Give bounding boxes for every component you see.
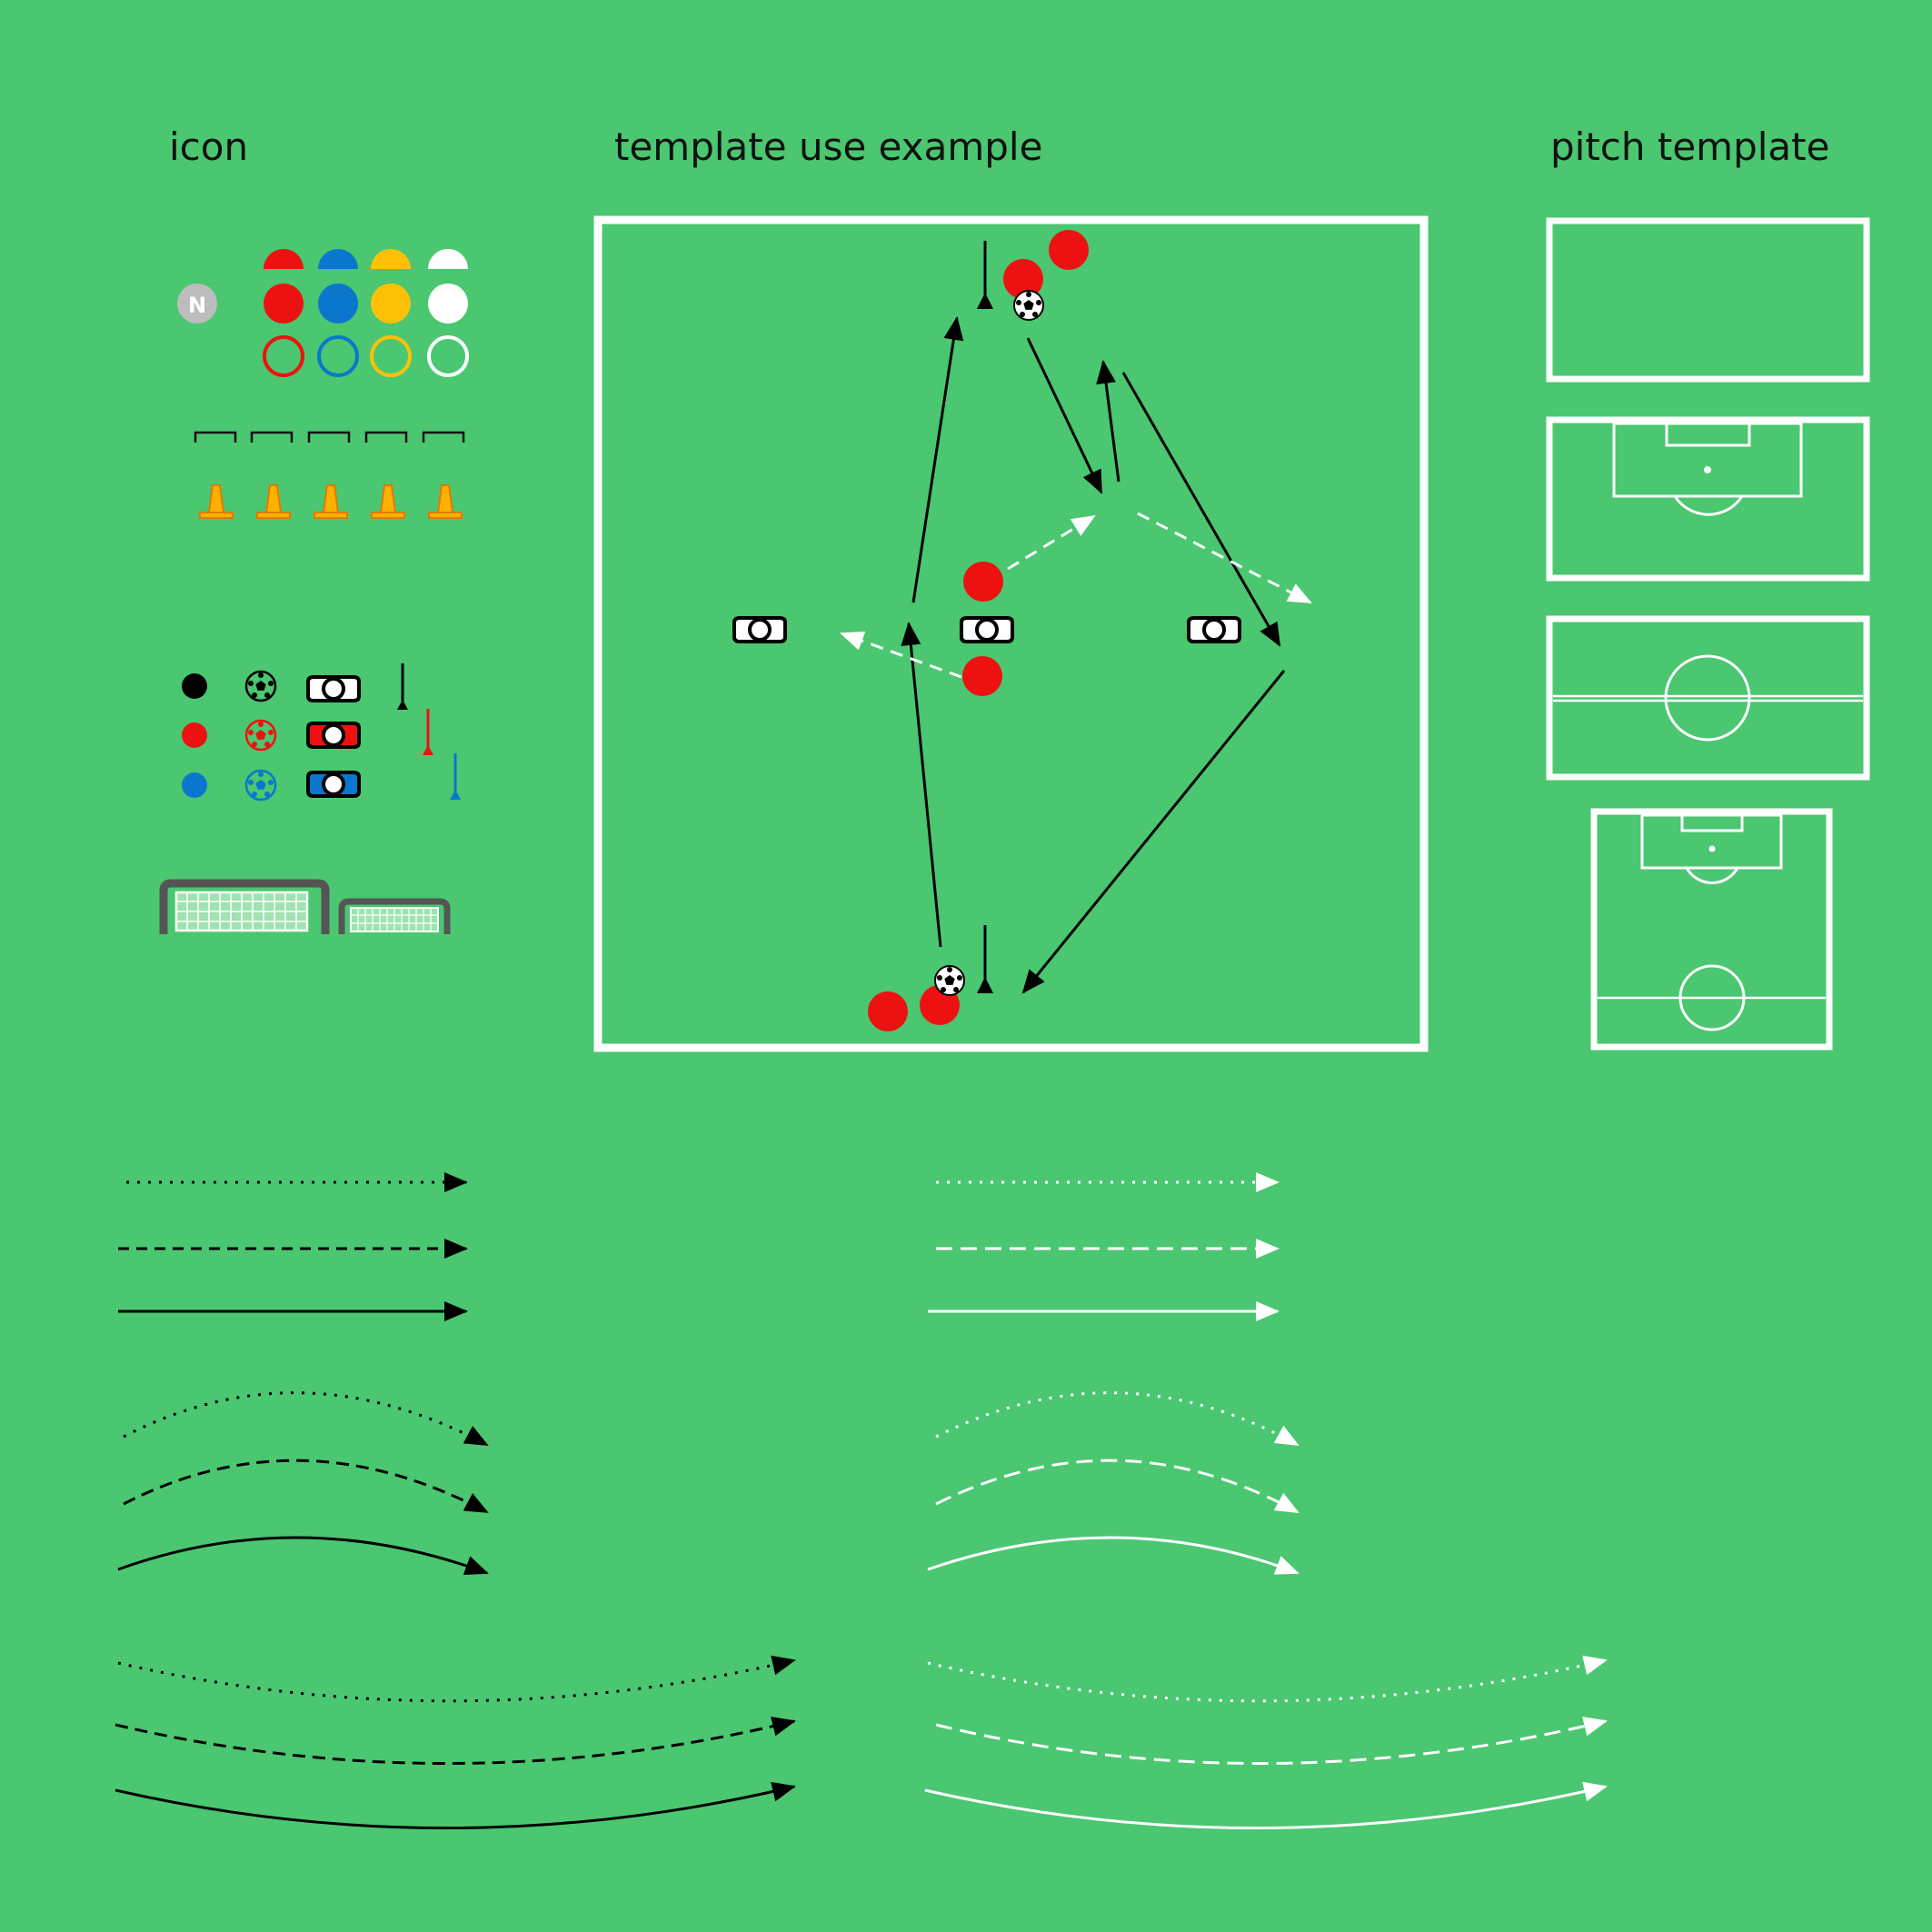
blue-mini-goal-icon[interactable] <box>306 771 361 798</box>
run-arrow <box>1026 337 1103 494</box>
red-ball-icon[interactable] <box>244 719 277 752</box>
hurdle-icon[interactable] <box>250 431 294 443</box>
black-dashed-curved-arrow[interactable] <box>123 1459 489 1514</box>
cone-icons <box>199 484 463 519</box>
run-arrow <box>1096 360 1120 483</box>
run-arrow <box>1021 670 1286 994</box>
red-dot-icon[interactable] <box>264 284 304 324</box>
red-pole-icon[interactable] <box>423 709 433 755</box>
pitch-template-plain[interactable] <box>1546 217 1870 383</box>
blue-ball-icon[interactable] <box>244 769 277 802</box>
example-drill-diagram <box>593 215 1429 1052</box>
hurdle-icon[interactable] <box>307 431 351 443</box>
ball-icon[interactable] <box>1013 290 1044 321</box>
white-dotted-curved-arrow[interactable] <box>935 1391 1300 1447</box>
red-player[interactable] <box>1049 230 1089 270</box>
white-dashed-long-curved-arrow[interactable] <box>935 1716 1608 1765</box>
hurdle-icon[interactable] <box>422 431 465 443</box>
cone-icon[interactable] <box>199 484 234 519</box>
pitch-template-vertical[interactable] <box>1590 808 1833 1051</box>
white-solid-long-curved-arrow[interactable] <box>924 1781 1608 1829</box>
blue-pole-icon[interactable] <box>450 753 461 800</box>
heading-template-example: template use example <box>614 124 1042 169</box>
red-player-icon[interactable] <box>182 722 207 748</box>
red-player[interactable] <box>868 991 908 1031</box>
run-arrow <box>901 622 942 948</box>
example-pitch-boundary <box>593 215 1429 1052</box>
pass-arrow <box>840 631 962 679</box>
red-player[interactable] <box>1003 259 1043 299</box>
cone-icon[interactable] <box>428 484 463 519</box>
white-dashed-curved-arrow[interactable] <box>935 1459 1300 1514</box>
large-goal-icon[interactable] <box>159 879 330 934</box>
red-disc-marker-icon[interactable] <box>264 249 304 269</box>
pass-arrow <box>1137 512 1312 604</box>
yellow-disc-marker-icon[interactable] <box>371 249 411 269</box>
white-ring-icon[interactable] <box>427 335 469 377</box>
cone-icon[interactable] <box>314 484 348 519</box>
white-disc-marker-icon[interactable] <box>428 249 468 269</box>
black-player-icon[interactable] <box>182 673 207 699</box>
mannequin-icon[interactable] <box>960 616 1014 643</box>
blue-ring-icon[interactable] <box>317 335 359 377</box>
mannequin-icon[interactable] <box>732 616 787 643</box>
heading-pitch-template: pitch template <box>1550 124 1829 169</box>
hurdle-icon[interactable] <box>364 431 408 443</box>
cone-icon[interactable] <box>371 484 405 519</box>
pitch-templates <box>1546 217 1870 1051</box>
run-arrow <box>911 316 964 603</box>
black-dotted-long-curved-arrow[interactable] <box>117 1655 796 1703</box>
red-player[interactable] <box>963 562 1003 602</box>
hurdle-icons <box>194 431 465 443</box>
small-goal-icon[interactable] <box>338 898 451 934</box>
blue-player-icon[interactable] <box>182 772 207 798</box>
hurdle-icon[interactable] <box>194 431 237 443</box>
run-arrow <box>1121 372 1281 647</box>
white-dot-icon[interactable] <box>428 284 468 324</box>
black-dotted-curved-arrow[interactable] <box>123 1391 489 1447</box>
cone-icon[interactable] <box>256 484 291 519</box>
black-ball-icon[interactable] <box>244 670 277 702</box>
black-pole-icon[interactable] <box>397 663 408 710</box>
bottom-pole-icon[interactable] <box>977 925 993 993</box>
white-solid-curved-arrow[interactable] <box>927 1536 1300 1575</box>
black-solid-long-curved-arrow[interactable] <box>115 1781 796 1829</box>
north-badge-label: N <box>188 293 206 318</box>
pitch-template-center-circle[interactable] <box>1546 615 1870 781</box>
red-player[interactable] <box>962 656 1002 696</box>
ball-icon[interactable] <box>934 965 965 996</box>
north-badge-icon[interactable]: N <box>177 284 217 324</box>
blue-dot-icon[interactable] <box>318 284 358 324</box>
white-dotted-long-curved-arrow[interactable] <box>927 1655 1608 1703</box>
pass-arrow <box>1007 514 1096 571</box>
red-ring-icon[interactable] <box>263 335 304 377</box>
top-pole-icon[interactable] <box>977 241 993 309</box>
arrow-library <box>115 1172 1608 1829</box>
heading-icon: icon <box>169 124 248 169</box>
blue-disc-marker-icon[interactable] <box>318 249 358 269</box>
mannequin-icon[interactable] <box>1187 616 1241 643</box>
red-mini-goal-icon[interactable] <box>306 722 361 749</box>
white-mini-goal-icon[interactable] <box>306 675 361 702</box>
icon-palette: N <box>159 249 469 934</box>
pitch-template-penalty-box[interactable] <box>1546 416 1870 582</box>
yellow-ring-icon[interactable] <box>370 335 412 377</box>
black-solid-curved-arrow[interactable] <box>117 1536 489 1576</box>
yellow-dot-icon[interactable] <box>371 284 411 324</box>
black-dashed-long-curved-arrow[interactable] <box>115 1716 796 1765</box>
